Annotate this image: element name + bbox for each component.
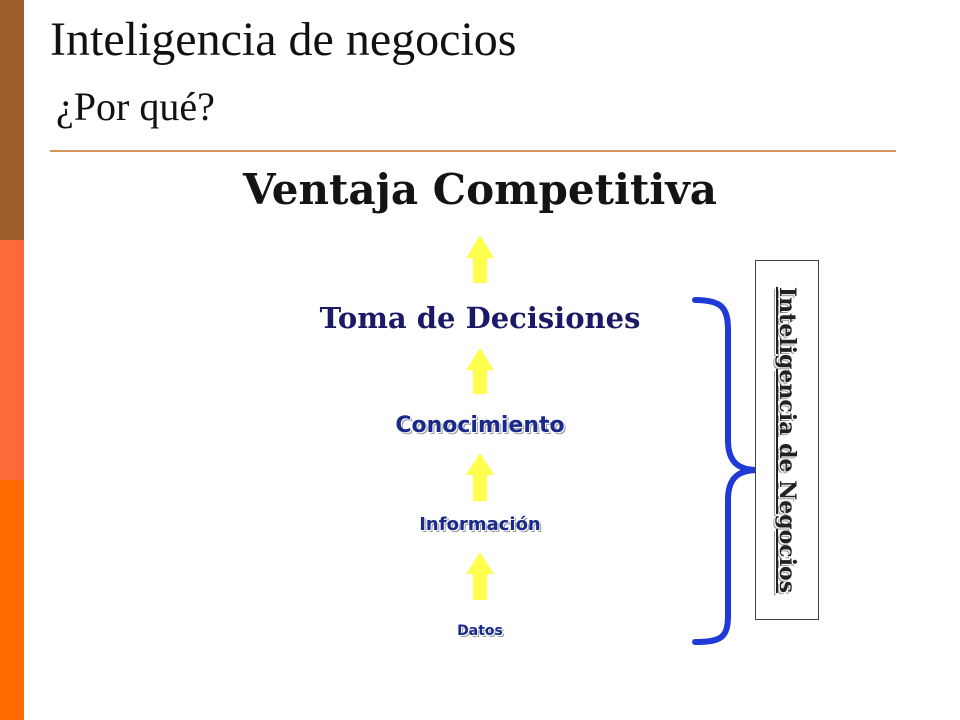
arrow-to-information xyxy=(466,552,494,600)
arrow-to-decisions xyxy=(466,348,494,394)
side-bar-top xyxy=(0,0,24,240)
side-accent-bar xyxy=(0,0,24,720)
knowledge-label: Conocimiento xyxy=(395,413,565,438)
title-divider xyxy=(50,150,896,152)
arrow-to-headline xyxy=(466,235,494,283)
side-bar-middle xyxy=(0,240,24,480)
slide-subtitle: ¿Por qué? xyxy=(56,84,215,129)
curly-bracket xyxy=(692,297,761,645)
competitive-advantage-heading: Ventaja Competitiva xyxy=(243,165,717,214)
information-label: Información xyxy=(419,514,541,535)
decision-making-label: Toma de Decisiones xyxy=(319,301,641,335)
data-label: Datos xyxy=(457,623,503,639)
slide-title: Inteligencia de negocios xyxy=(50,13,517,66)
side-bar-bottom xyxy=(0,480,24,720)
business-intelligence-label: Inteligencia de Negocios xyxy=(774,286,800,594)
business-intelligence-box: Inteligencia de Negocios xyxy=(755,260,819,620)
arrow-to-knowledge xyxy=(466,453,494,501)
